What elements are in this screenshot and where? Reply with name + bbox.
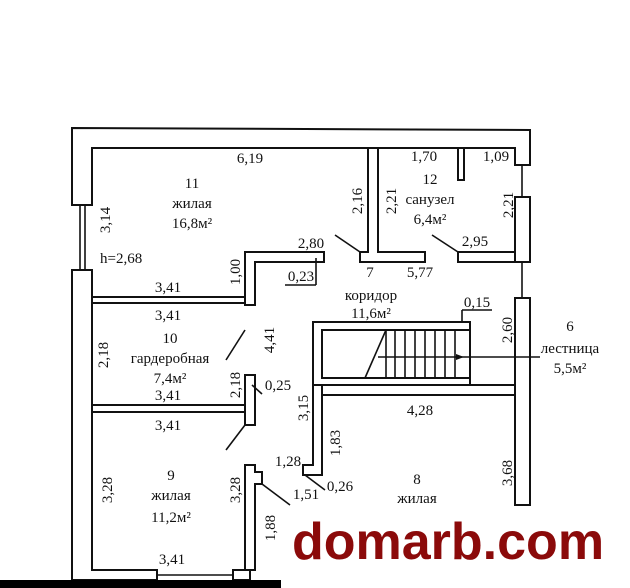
dimension: 2,21 — [501, 192, 517, 218]
room-6-number: 6 — [566, 319, 574, 335]
dimension: 3,41 — [155, 418, 181, 434]
dimension-labels: 6,19 3,14 2,16 2,21 1,70 1,09 2,21 2,95 … — [96, 149, 517, 568]
dimension: 1,09 — [483, 149, 509, 165]
dimension: 2,95 — [462, 234, 488, 250]
room-6-area: 5,5м² — [554, 361, 587, 377]
stair-steps — [364, 329, 540, 379]
dimension: 2,21 — [384, 188, 400, 214]
room-9-area: 11,2м² — [151, 510, 191, 526]
dimension: 2,60 — [500, 317, 516, 343]
walls — [71, 126, 540, 581]
dimension: 1,88 — [263, 515, 279, 541]
dimension: 2,18 — [228, 372, 244, 398]
dimension: 3,41 — [159, 552, 185, 568]
room-7-number: 7 — [366, 265, 374, 281]
dimension: 3,15 — [296, 395, 312, 421]
room-11-number: 11 — [185, 176, 199, 192]
dimension: 2,80 — [298, 236, 324, 252]
dimension: 1,51 — [293, 487, 319, 503]
room-labels: 11 жилая 16,8м² 12 санузел 6,4м² 7 корид… — [100, 172, 600, 526]
dimension: 3,14 — [98, 206, 114, 233]
room-7-area: 11,6м² — [351, 306, 391, 322]
watermark-logo: domarb.com — [292, 513, 605, 571]
ceiling-height: h=2,68 — [100, 251, 142, 267]
room-9-type: жилая — [150, 488, 191, 504]
dimension: 0,23 — [288, 269, 314, 285]
dimension: 2,16 — [350, 187, 366, 214]
room-10-area: 7,4м² — [154, 371, 187, 387]
dimension: 3,41 — [155, 388, 181, 404]
room-12-number: 12 — [423, 172, 438, 188]
dimension: 1,83 — [328, 430, 344, 456]
room-8-type: жилая — [396, 491, 437, 507]
dimension: 1,70 — [411, 149, 437, 165]
dimension: 3,41 — [155, 280, 181, 296]
room-9-number: 9 — [167, 468, 175, 484]
room-10-number: 10 — [163, 331, 178, 347]
dimension: 0,26 — [327, 479, 354, 495]
room-11-type: жилая — [171, 196, 212, 212]
dimension: 4,41 — [262, 327, 278, 353]
dimension: 3,68 — [500, 460, 516, 486]
room-6-type: лестница — [541, 341, 600, 357]
bottom-black-bar — [0, 580, 281, 588]
room-10-type: гардеробная — [131, 351, 210, 367]
room-12-type: санузел — [405, 192, 455, 208]
room-7-type: коридор — [345, 288, 397, 304]
dimension: 1,00 — [228, 259, 244, 285]
room-11-area: 16,8м² — [172, 216, 213, 232]
dimension: 5,77 — [407, 265, 434, 281]
stair-arrow-icon — [456, 354, 464, 360]
door-swings — [225, 234, 492, 506]
dimension: 0,15 — [464, 295, 490, 311]
dimension: 0,25 — [265, 378, 291, 394]
dimension: 1,28 — [275, 454, 301, 470]
watermark-background — [282, 507, 630, 588]
dimension: 2,18 — [96, 342, 112, 368]
dimension: 3,28 — [228, 477, 244, 503]
dimension: 6,19 — [237, 151, 263, 167]
dimension: 3,41 — [155, 308, 181, 324]
room-12-area: 6,4м² — [414, 212, 447, 228]
room-8-number: 8 — [413, 472, 421, 488]
dimension: 3,28 — [100, 477, 116, 503]
dimension: 4,28 — [407, 403, 433, 419]
